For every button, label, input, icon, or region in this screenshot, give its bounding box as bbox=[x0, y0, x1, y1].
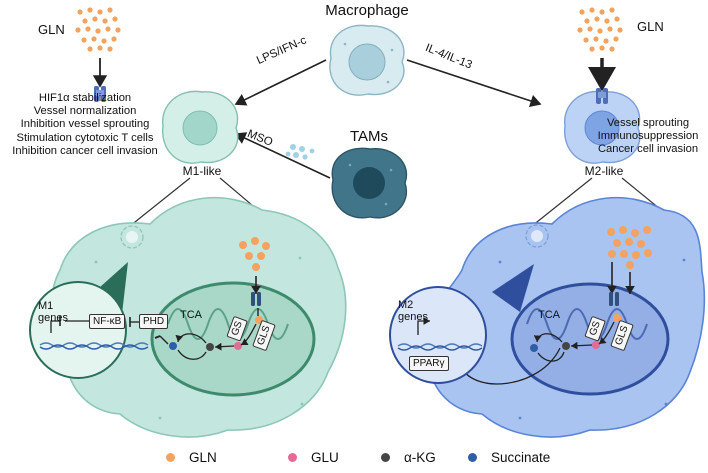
legend-item-succinate: Succinate bbox=[468, 449, 550, 465]
m1-nucleus-inset bbox=[29, 281, 127, 379]
m2-gln-dots bbox=[607, 226, 652, 269]
legend-dot-succinate bbox=[468, 452, 477, 462]
m1-genes-line2: genes bbox=[38, 312, 68, 324]
m1-tca-label: TCA bbox=[180, 309, 202, 321]
m2-zoom-pointer bbox=[492, 264, 534, 312]
m1-succinate-phd-line bbox=[159, 335, 169, 345]
m2-tca-label: TCA bbox=[538, 309, 560, 321]
m2-gls-arrow bbox=[598, 321, 615, 345]
m1-effect-item: Inhibition cancer cell invasion bbox=[12, 144, 158, 157]
m2-mitochondrion bbox=[510, 282, 670, 396]
m1-like-label: M1-like bbox=[182, 164, 222, 178]
m1-akg-metabolite bbox=[206, 343, 214, 351]
lps-arrow bbox=[234, 59, 327, 106]
m1-effect-item: HIF1α stabilization bbox=[38, 92, 132, 104]
m1-dna-strand-b bbox=[39, 344, 149, 350]
legend-dot-glu bbox=[288, 452, 297, 462]
legend-item-akg: α-KG bbox=[381, 449, 436, 465]
phd-box: PHD bbox=[139, 314, 169, 329]
m2-dna-strand-b bbox=[397, 345, 483, 351]
gln-label-right: GLN bbox=[637, 19, 664, 34]
legend-dot-akg bbox=[381, 452, 390, 462]
m2-dna-strand-a bbox=[397, 343, 483, 349]
m1-tca-arc bbox=[175, 333, 207, 344]
m1-genes-label: M1 genes bbox=[38, 300, 68, 324]
m1-gls-arrow bbox=[240, 323, 257, 346]
m2-tca-arc-lower bbox=[537, 351, 565, 362]
m1-gene-promoter bbox=[50, 320, 60, 333]
m2-effect-item: Vessel sprouting bbox=[606, 117, 690, 129]
m2-cell-small bbox=[564, 90, 641, 164]
m2-transporter bbox=[609, 292, 619, 306]
m1-transporter bbox=[251, 292, 261, 306]
m1-effect-item: Inhibition vessel sprouting bbox=[20, 118, 150, 131]
macrophage-cell bbox=[329, 24, 405, 96]
legend-item-gln: GLN bbox=[166, 449, 217, 465]
tam-arrow bbox=[234, 132, 331, 179]
m2-effect-item: Immunosuppression bbox=[597, 130, 699, 143]
legend-item-glu: GLU bbox=[288, 449, 339, 465]
zoom-line-m1-left bbox=[129, 177, 191, 227]
macrophage-label: Macrophage bbox=[325, 2, 409, 19]
nfkb-box: NF-κB bbox=[89, 314, 126, 329]
m2-akg-metabolite bbox=[562, 342, 570, 350]
m2-glu-akg-arrow bbox=[570, 341, 593, 350]
il4-arrow bbox=[406, 59, 542, 108]
m1-genes-line1: M1 bbox=[38, 300, 54, 312]
tam-cell bbox=[331, 147, 408, 219]
gln-cluster-left bbox=[75, 7, 121, 52]
m2-glu-metabolite bbox=[592, 341, 600, 349]
m2-gene-activation-arrow bbox=[417, 317, 430, 335]
m1-phd-inhibit-bar bbox=[154, 335, 161, 339]
m2-tca-arc bbox=[533, 333, 563, 343]
m1-cell-small bbox=[162, 90, 239, 164]
legend-label-glu: GLU bbox=[311, 449, 339, 465]
gln-cluster-right bbox=[577, 7, 623, 52]
m1-effect-item: Vessel normalization bbox=[33, 105, 137, 118]
m2-genes-line2: genes bbox=[398, 311, 428, 323]
ppar-box: PPARγ bbox=[409, 356, 449, 371]
legend-label-akg: α-KG bbox=[404, 449, 436, 465]
m1-glu-akg-arrow bbox=[214, 342, 235, 351]
m1-effects-list: HIF1α stabilization Vessel normalization… bbox=[4, 92, 166, 158]
gln-label-left: GLN bbox=[38, 22, 65, 37]
m1-glu-metabolite bbox=[234, 342, 242, 350]
receptor-m2 bbox=[596, 88, 608, 104]
m1-tca-arc-lower bbox=[177, 349, 207, 360]
m1-effect-item: Stimulation cytotoxic T cells bbox=[16, 131, 154, 144]
m2-genes-label: M2 genes bbox=[398, 299, 428, 323]
m1-dna-strand-a bbox=[39, 342, 149, 348]
m2-like-label: M2-like bbox=[584, 164, 624, 178]
zoom-line-m2-left bbox=[531, 177, 593, 227]
legend-dot-gln bbox=[166, 452, 175, 462]
m2-genes-line1: M2 bbox=[398, 299, 414, 311]
m2-effect-item: Cancer cell invasion bbox=[597, 143, 699, 156]
m1-gln-dots bbox=[239, 237, 270, 271]
m1-succinate-metabolite bbox=[169, 342, 177, 350]
legend-label-succinate: Succinate bbox=[491, 449, 551, 465]
m2-succinate-metabolite bbox=[530, 344, 538, 352]
legend-label-gln: GLN bbox=[189, 449, 217, 465]
receptor-m1 bbox=[94, 86, 106, 102]
mso-dots bbox=[285, 144, 315, 160]
tams-label: TAMs bbox=[349, 128, 389, 145]
m2-effects-list: Vessel sprouting Immunosuppression Cance… bbox=[588, 117, 708, 157]
